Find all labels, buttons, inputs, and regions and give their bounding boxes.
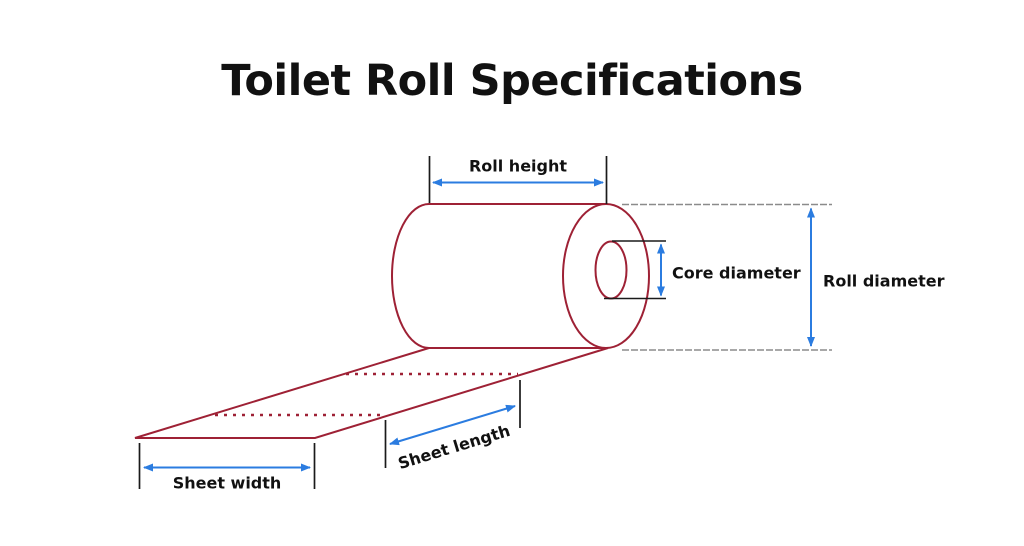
sheet-outline [134,347,609,439]
sheet-length-arrow [389,404,516,446]
toilet-roll-shape [391,203,650,349]
unrolled-sheet-shape [134,347,609,439]
roll-left-cap [391,203,430,349]
roll-right-face [562,203,650,349]
sheet-length-dimension: Sheet length [384,380,521,473]
roll-core-hole [594,240,628,300]
sheet-width-label: Sheet width [173,474,282,493]
core-diameter-label: Core diameter [672,264,801,283]
roll-height-label: Roll height [469,157,567,176]
sheet-width-dimension: Sheet width [138,443,316,493]
core-diameter-dimension: Core diameter [604,240,801,300]
page-title: Toilet Roll Specifications [221,56,803,106]
roll-height-dimension: Roll height [428,156,608,204]
roll-diameter-label: Roll diameter [823,272,945,291]
sheet-length-label: Sheet length [396,421,513,473]
roll-diameter-dimension: Roll diameter [622,203,945,351]
